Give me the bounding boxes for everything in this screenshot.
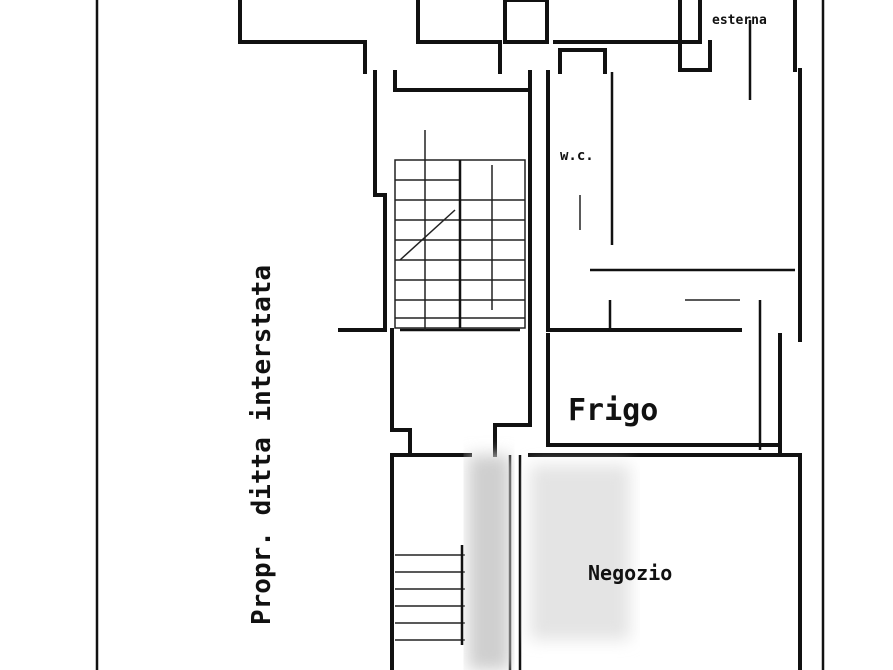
label-negozio: Negozio (588, 561, 672, 585)
sheet-borders (95, 0, 825, 670)
top-wall-block (238, 0, 797, 100)
lower-rooms (390, 453, 802, 670)
corridor-walls (338, 70, 532, 457)
blur-overlay (468, 455, 630, 670)
staircase-lower (395, 545, 465, 645)
label-side-property: Propr. ditta interstata (247, 265, 277, 625)
frigo-room (546, 300, 782, 457)
right-upper-rooms (546, 48, 802, 342)
label-top-right-room: esterna (712, 13, 767, 28)
staircase-upper (394, 130, 526, 330)
label-frigo: Frigo (568, 393, 658, 428)
label-wc: w.c. (560, 148, 594, 164)
